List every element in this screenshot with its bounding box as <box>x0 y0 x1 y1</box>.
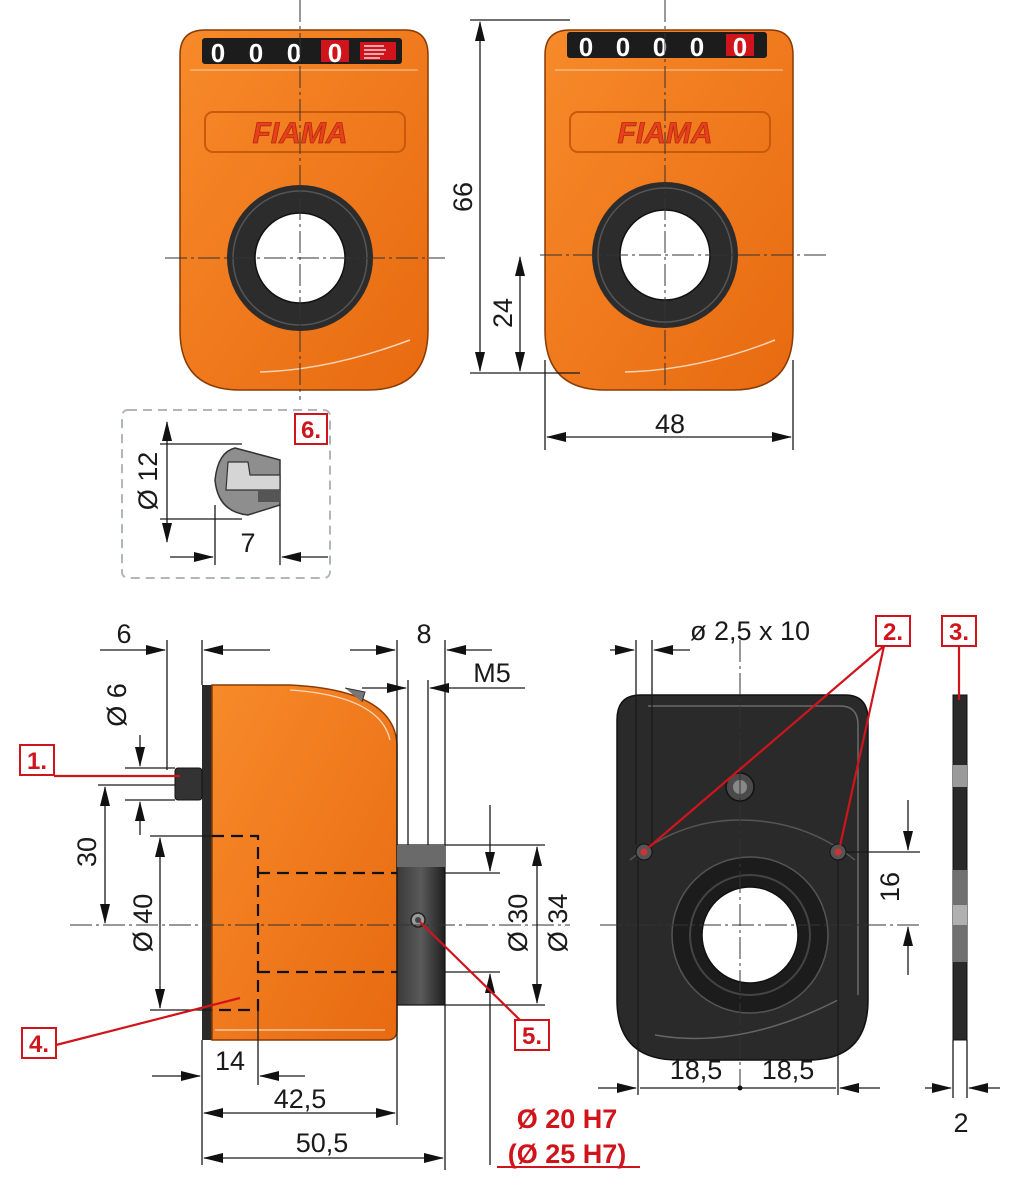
dimension-pin-offset-6: 6 <box>100 619 270 770</box>
dim-label: Ø 6 <box>102 683 132 727</box>
digit: 0 <box>249 38 263 68</box>
dimension-hole-center-24: 24 <box>488 256 525 372</box>
counter-window <box>202 38 402 64</box>
edge-profile: 2 <box>925 694 1000 1138</box>
callout-label: 1. <box>27 748 47 775</box>
digit: 0 <box>733 32 747 62</box>
dimension-depth-42-5: 42,5 <box>203 1005 398 1125</box>
digit: 0 <box>690 32 704 62</box>
bore-main: Ø 20 H7 <box>517 1104 618 1134</box>
digit: 0 <box>211 38 225 68</box>
dimension-hub-width-8: 8 <box>350 619 492 845</box>
front-plate <box>202 685 212 1040</box>
dim-label: Ø 12 <box>133 452 163 511</box>
digit: 0 <box>328 38 342 68</box>
dim-label: 18,5 <box>670 1055 723 1085</box>
counter-window <box>567 32 767 58</box>
dimension-hole-spacing-16: 16 <box>846 800 920 975</box>
counter-digits-right: 0 0 0 0 0 <box>579 32 754 62</box>
pin <box>174 767 203 801</box>
dimension-depth-14: 14 <box>152 1010 305 1165</box>
callout-4: 4. <box>21 996 241 1059</box>
detail-knob: Ø 12 7 6. <box>121 409 331 579</box>
dim-label: 66 <box>448 182 478 212</box>
dimension-half-widths: 18,5 18,5 <box>598 860 880 1095</box>
digit: 0 <box>653 32 667 62</box>
dim-label: 8 <box>416 619 431 649</box>
callout-label: 3. <box>949 619 969 646</box>
plate-edge <box>952 694 968 1041</box>
dim-label: 7 <box>240 528 255 558</box>
rear-view <box>600 640 920 1090</box>
side-view <box>70 684 570 1041</box>
label-recess <box>569 111 771 153</box>
callout-label: 5. <box>522 1023 542 1050</box>
callout-5: 5. <box>419 921 550 1051</box>
callout-2: 2. <box>647 615 911 849</box>
direction-icon <box>360 42 396 60</box>
dim-label: 18,5 <box>762 1055 815 1085</box>
detail-frame <box>121 409 331 579</box>
dimension-depth-50-5: 50,5 <box>203 1005 446 1170</box>
digit: 0 <box>579 32 593 62</box>
dim-label: 50,5 <box>296 1128 349 1158</box>
dim-label: 16 <box>875 872 905 902</box>
dimension-shaft-34: Ø 34 <box>445 844 573 1006</box>
dim-label: Ø 40 <box>128 894 158 953</box>
dimension-pin-height-30: 30 <box>72 784 175 924</box>
counter-digits-left: 0 0 0 0 <box>211 38 349 68</box>
dimension-hole-spec: ø 2,5 x 10 <box>610 616 810 845</box>
dimension-body-dia-40: Ø 40 <box>128 835 212 1011</box>
dim-label: 6 <box>116 619 131 649</box>
dim-label: M5 <box>473 658 511 688</box>
callout-label: 2. <box>883 619 903 646</box>
dim-label: Ø 30 <box>503 894 533 953</box>
callout-label: 6. <box>301 417 321 444</box>
housing-side <box>211 684 398 1041</box>
front-view-left: 0 0 0 0 FIAMA <box>165 0 445 400</box>
callout-3: 3. <box>941 615 977 700</box>
dimension-height-66: 66 <box>448 19 580 374</box>
dimension-pin-dia: Ø 6 <box>102 683 175 835</box>
dim-label: 14 <box>215 1046 245 1076</box>
label-recess <box>204 111 406 153</box>
front-view-right: 0 0 0 0 0 FIAMA <box>540 0 830 391</box>
dim-label: 48 <box>655 409 685 439</box>
callout-6 <box>294 413 328 445</box>
dim-label: 2 <box>953 1108 968 1138</box>
dim-label: ø 2,5 x 10 <box>690 616 810 646</box>
bore-alt: (Ø 25 H7) <box>508 1139 627 1169</box>
dimension-width-48: 48 <box>544 360 794 450</box>
digit: 0 <box>616 32 630 62</box>
digit: 0 <box>287 38 301 68</box>
rear-bore <box>701 886 799 984</box>
dimension-thread-m5: M5 <box>362 658 525 845</box>
dim-label: 30 <box>72 837 102 867</box>
callout-label: 4. <box>29 1031 49 1058</box>
dim-label: 42,5 <box>274 1084 327 1114</box>
dim-label: 24 <box>488 298 518 328</box>
bore-spec: Ø 20 H7 (Ø 25 H7) <box>489 1040 640 1169</box>
dim-label: Ø 34 <box>543 894 573 953</box>
callout-1: 1. <box>19 744 180 778</box>
dimension-shaft-30: Ø 30 <box>445 805 533 1040</box>
